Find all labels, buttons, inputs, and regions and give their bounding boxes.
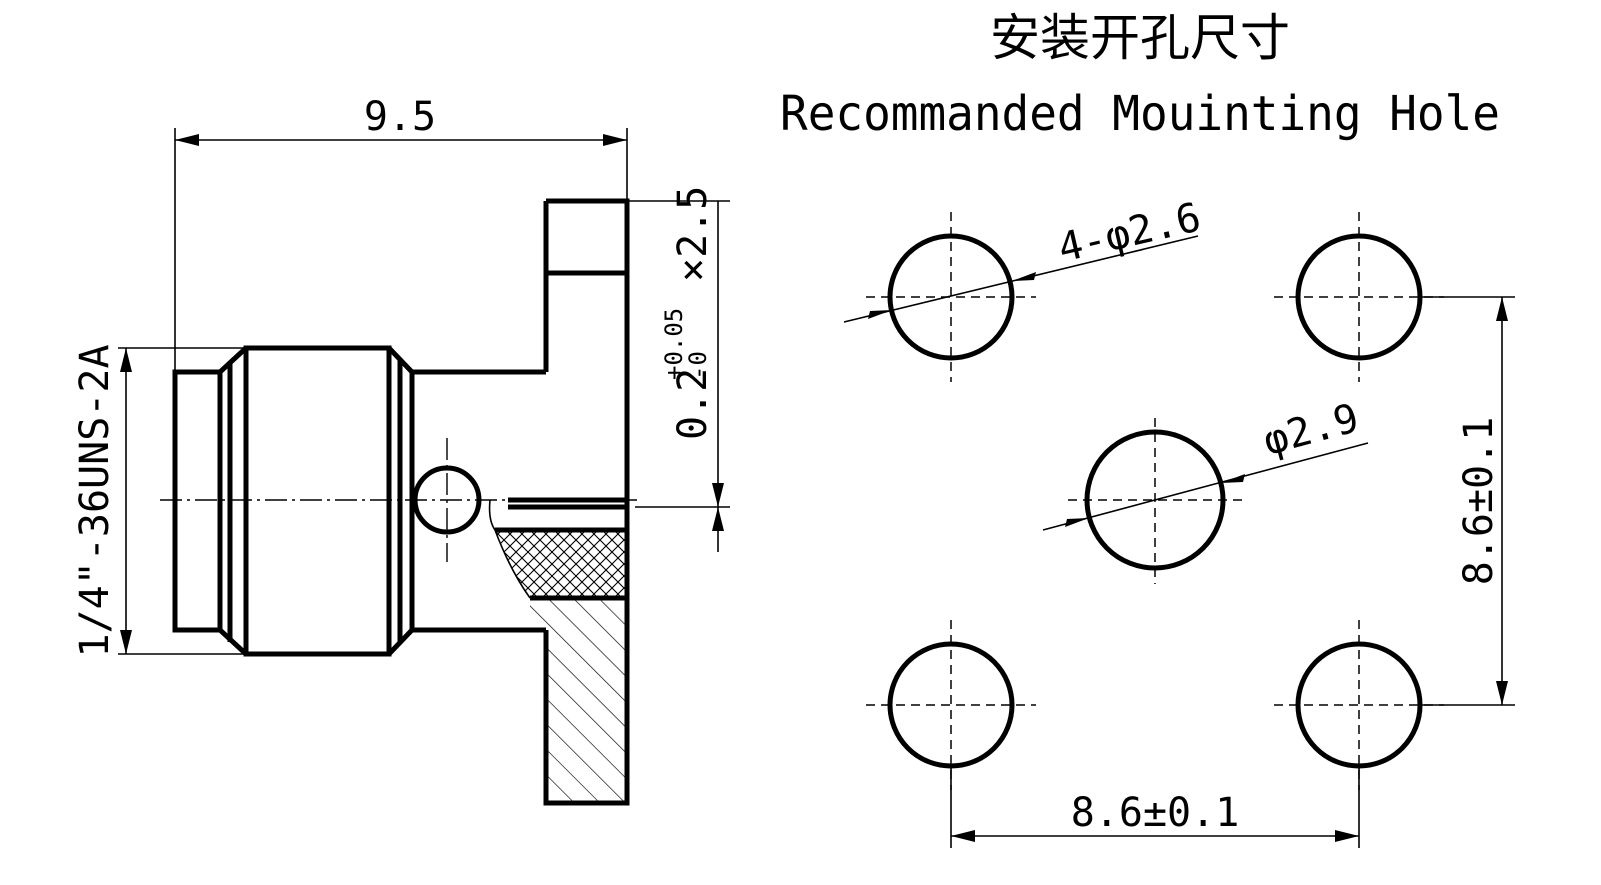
- corner-hole-leader: 4-φ2.6: [843, 194, 1205, 323]
- corner-hole-bottom-left: [866, 620, 1036, 790]
- horizontal-spacing-label: 8.6±0.1: [1071, 790, 1240, 836]
- step-dim-tol-upper: +0.05: [660, 308, 688, 380]
- thread-dimension: 1/4"-36UNS-2A: [72, 344, 246, 658]
- center-hole: [1068, 418, 1242, 584]
- step-dim-suffix: ×2.5: [670, 186, 716, 282]
- center-hole-leader: φ2.9: [1042, 395, 1369, 531]
- horizontal-spacing-dimension: 8.6±0.1: [950, 766, 1360, 848]
- length-dim-label: 9.5: [364, 94, 436, 140]
- length-dimension: 9.5: [174, 94, 628, 372]
- step-dimension: 0.2 +0.05 -0 ×2.5: [627, 186, 730, 552]
- center-hole-dim-label: φ2.9: [1259, 395, 1364, 464]
- title-chinese: 安装开孔尺寸: [990, 9, 1290, 67]
- corner-hole-top-right: [1274, 212, 1444, 382]
- contact-pin: [508, 497, 630, 510]
- step-dim-tol-lower: -0: [684, 351, 712, 380]
- insulator-crosshatch: [495, 530, 627, 598]
- threaded-body: [243, 345, 392, 657]
- corner-hole-bottom-right: [1274, 620, 1444, 790]
- chamfer-ring: [217, 346, 248, 656]
- vertical-spacing-dimension: 8.6±0.1: [1420, 296, 1515, 706]
- connector-side-view: [160, 198, 640, 806]
- rear-body: [412, 369, 546, 633]
- step-dim-base: 0.2: [670, 368, 716, 440]
- flange-hatch: [530, 598, 627, 803]
- title-english: Recommanded Mouinting Hole: [780, 86, 1500, 142]
- thread-dim-label: 1/4"-36UNS-2A: [72, 344, 118, 657]
- vertical-spacing-label: 8.6±0.1: [1456, 417, 1502, 586]
- front-sleeve: [172, 369, 223, 633]
- hole-pattern: 4-φ2.6 φ2.9 8.6±0.1 8.6±0.1: [843, 194, 1515, 848]
- corner-hole-dim-label: 4-φ2.6: [1054, 194, 1205, 271]
- corner-hole-top-left: [866, 212, 1036, 382]
